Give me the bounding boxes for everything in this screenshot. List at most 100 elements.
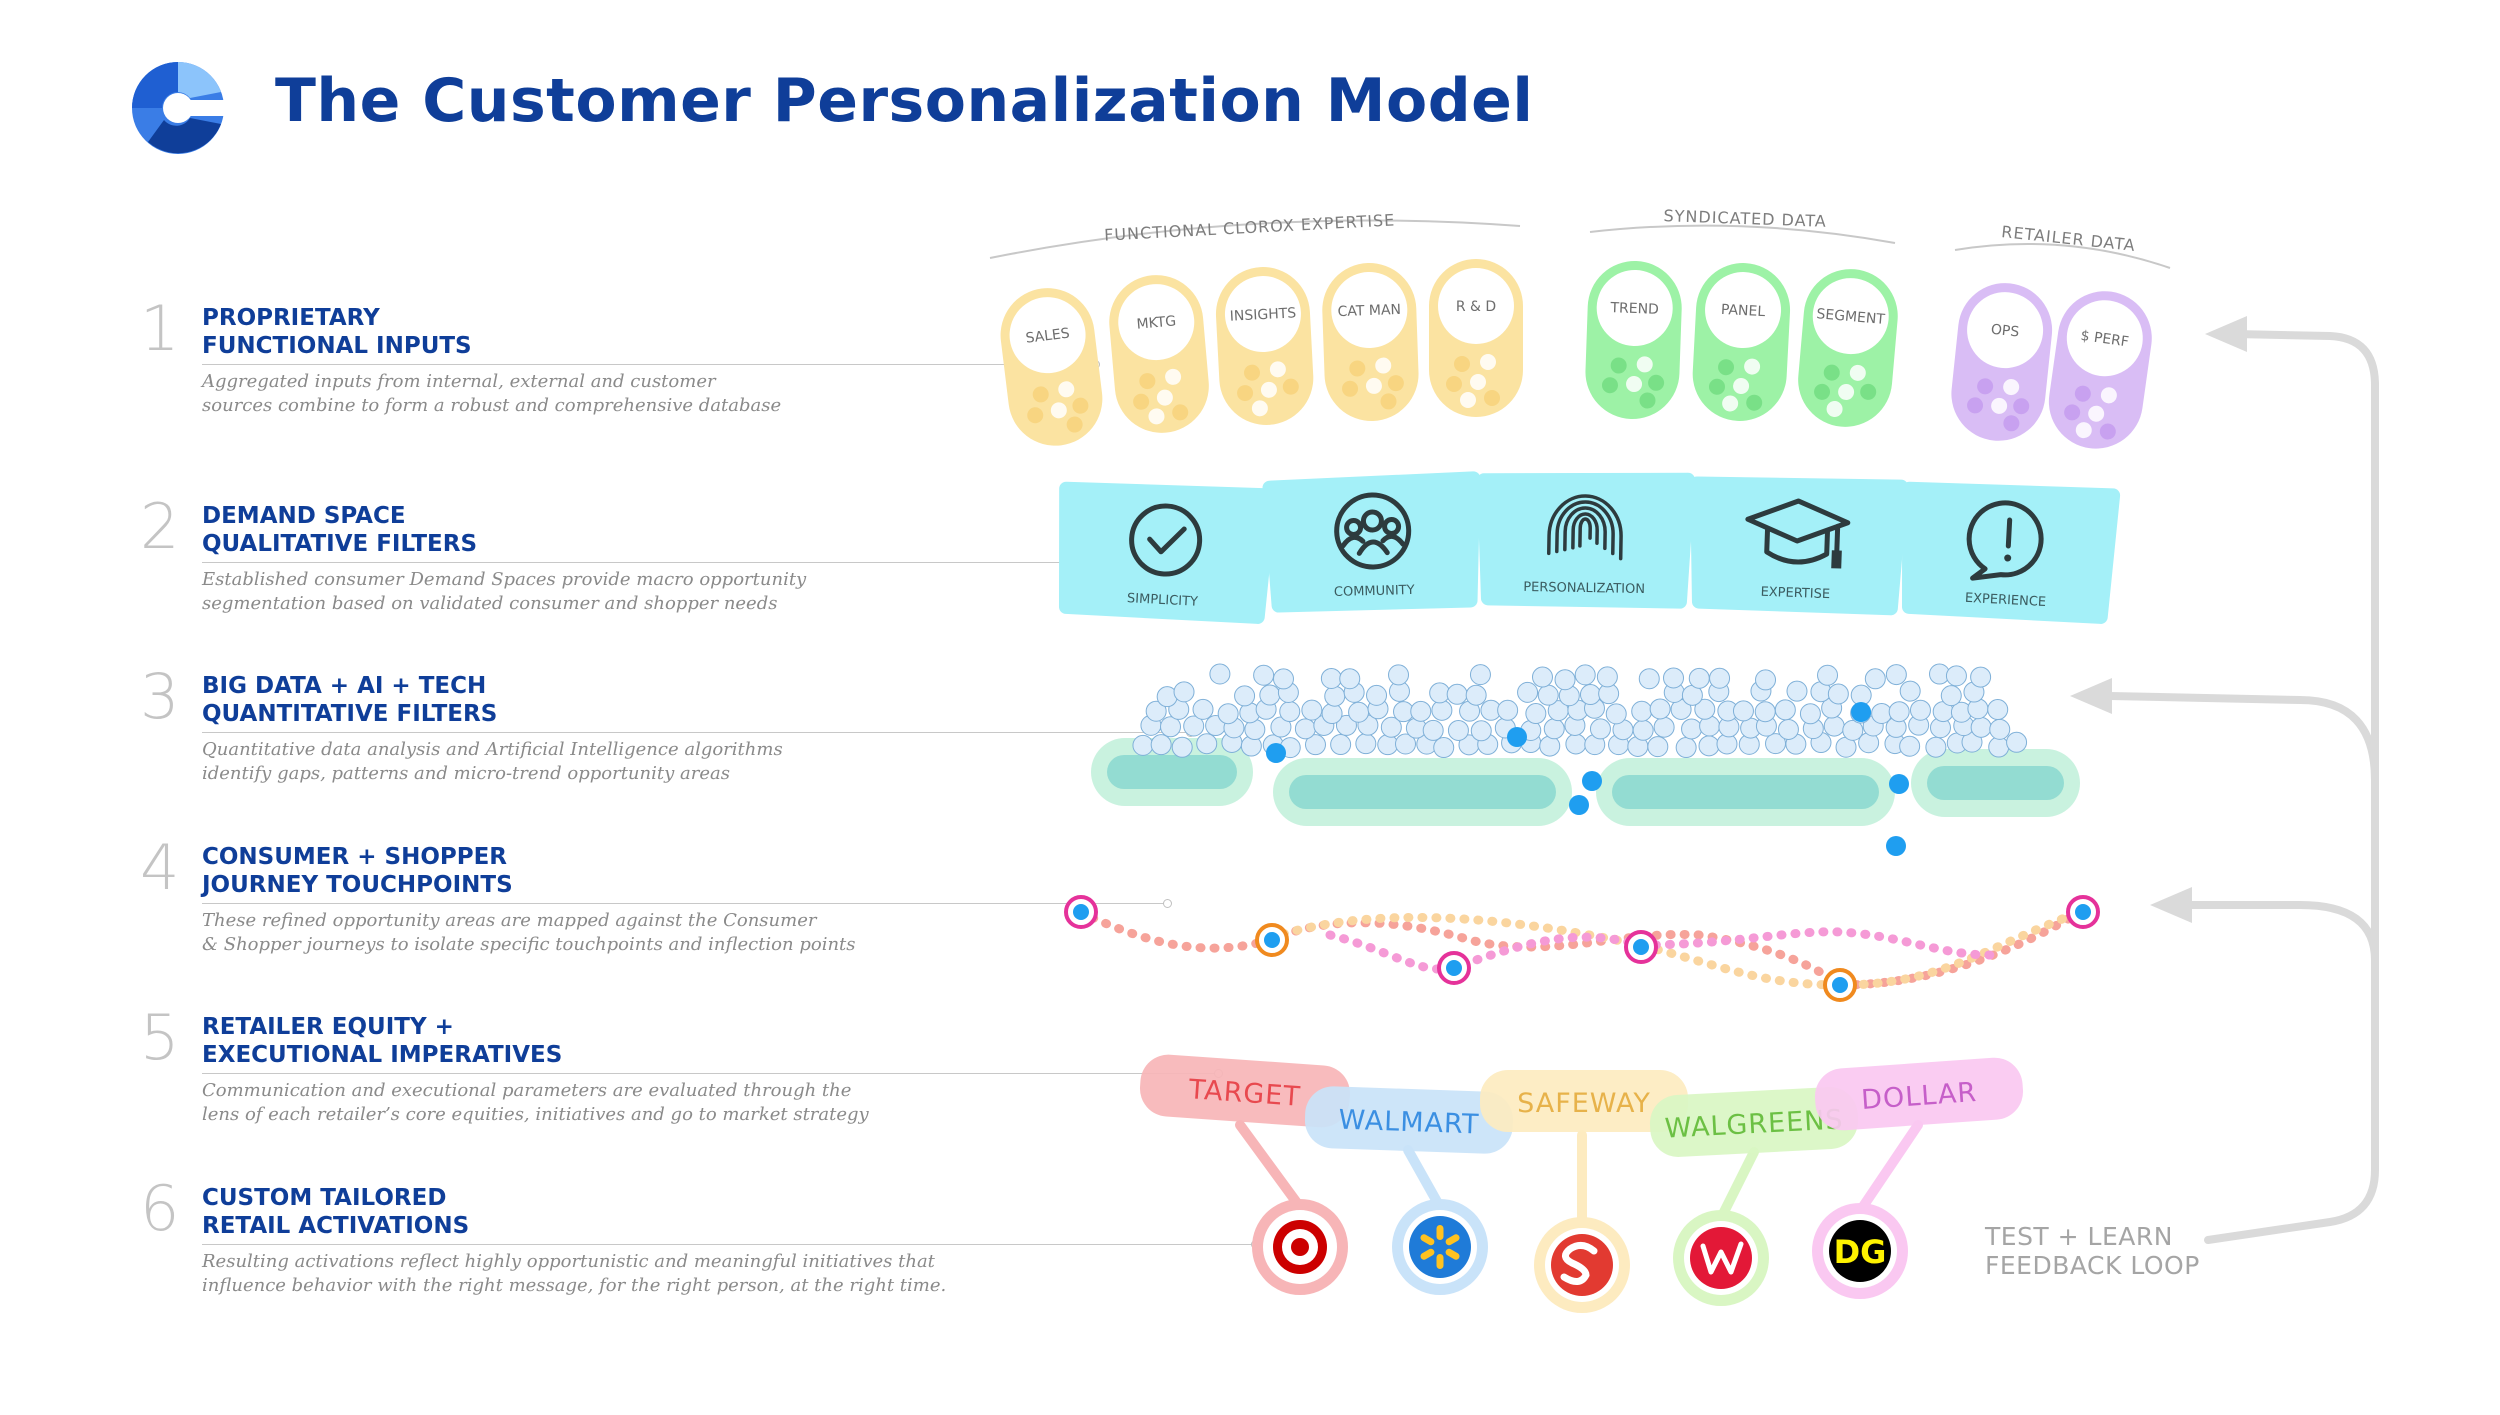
- input-capsule-label: INSIGHTS: [1229, 305, 1296, 324]
- step-number: 6: [140, 1172, 180, 1245]
- step-description-line: Established consumer Demand Spaces provi…: [202, 569, 807, 590]
- data-bubble: [1842, 719, 1864, 741]
- graduation-cap-icon: [1745, 498, 1851, 569]
- data-bubble: [1422, 719, 1444, 741]
- step-heading-line: QUANTITATIVE FILTERS: [202, 701, 498, 727]
- input-capsule-label: SEGMENT: [1816, 306, 1886, 328]
- input-capsule: R & D: [1429, 259, 1523, 417]
- step-heading-line: QUALITATIVE FILTERS: [202, 531, 478, 557]
- step-description: These refined opportunity areas are mapp…: [202, 909, 856, 957]
- dollar-general-logo-text: DG: [1834, 1233, 1887, 1271]
- data-bubble: [1675, 737, 1697, 759]
- feedback-branch-bigdata: [2106, 692, 2379, 784]
- data-bubble: [1871, 702, 1893, 724]
- opportunity-dot: [1507, 727, 1527, 747]
- step-description: Established consumer Demand Spaces provi…: [202, 568, 806, 616]
- data-bubble: [1565, 733, 1587, 755]
- data-bubble: [1817, 664, 1839, 686]
- data-bubble: [1469, 664, 1491, 686]
- input-capsule: INSIGHTS: [1215, 267, 1314, 425]
- retailer-pill: DOLLAR: [1814, 1057, 2024, 1131]
- retailer-pill: WALGREENS: [1649, 1087, 1859, 1157]
- data-bubble: [1279, 701, 1301, 723]
- journey-touchpoints: [1064, 895, 2100, 1002]
- feedback-arrow-head-icon: [2150, 887, 2192, 923]
- input-capsule: PANEL: [1692, 263, 1791, 421]
- data-bubble: [1694, 698, 1716, 720]
- touchpoint-dot: [1633, 939, 1649, 955]
- step-description-line: Aggregated inputs from internal, externa…: [202, 371, 716, 392]
- data-bubble: [1348, 701, 1370, 723]
- data-bubble: [1320, 667, 1342, 689]
- step-heading-line: JOURNEY TOUCHPOINTS: [202, 872, 513, 898]
- step-heading-line: RETAILER EQUITY +: [202, 1014, 454, 1040]
- data-bubble: [1433, 737, 1455, 759]
- input-capsule-label: CAT MAN: [1337, 302, 1401, 320]
- data-bubble: [1366, 684, 1388, 706]
- data-bubble: [1294, 718, 1316, 740]
- data-bubble: [1429, 682, 1451, 704]
- opportunity-dot: [1851, 702, 1871, 722]
- step-number: 5: [140, 1001, 180, 1074]
- filter-bar-inner: [1107, 755, 1237, 789]
- data-bubble: [1465, 684, 1487, 706]
- feedback-line-2: FEEDBACK LOOP: [1985, 1251, 2200, 1280]
- step-number: 4: [140, 831, 180, 904]
- walmart-spark-logo-icon: [1392, 1199, 1488, 1295]
- data-bubble: [1649, 698, 1671, 720]
- input-group-label: FUNCTIONAL CLOROX EXPERTISE: [1104, 210, 1396, 244]
- safeway-s-logo-icon: [1534, 1217, 1630, 1313]
- demand-space-card: SIMPLICITY: [1058, 481, 1278, 624]
- data-bubble: [1647, 736, 1669, 758]
- input-group-label: RETAILER DATA: [2001, 222, 2137, 255]
- step-number: 2: [140, 490, 180, 563]
- retailer-pill: TARGET: [1139, 1054, 1351, 1128]
- data-bubble: [1259, 684, 1281, 706]
- walgreens-w-logo-icon: [1673, 1210, 1769, 1306]
- data-bubble: [1447, 719, 1469, 741]
- group-bracket-arc: [1954, 243, 2171, 269]
- demand-space-card: EXPERIENCE: [1901, 481, 2121, 624]
- shopper-journey-path: [1265, 907, 2085, 990]
- data-bubble: [1605, 703, 1627, 725]
- data-bubble: [1732, 700, 1754, 722]
- data-bubble: [1899, 680, 1921, 702]
- data-bubble: [1823, 715, 1845, 737]
- target-logo-icon: [1252, 1199, 1348, 1295]
- step-heading-line: DEMAND SPACE: [202, 503, 406, 529]
- feedback-arrow-head-icon: [2205, 316, 2247, 352]
- data-bubble: [1517, 681, 1539, 703]
- opportunity-dot: [1886, 836, 1906, 856]
- data-bubble: [1183, 715, 1205, 737]
- feedback-line-1: TEST + LEARN: [1985, 1222, 2173, 1251]
- data-bubble: [1579, 684, 1601, 706]
- data-bubble: [1525, 703, 1547, 725]
- input-capsule: $ PERF: [2048, 291, 2152, 449]
- step-description-line: Resulting activations reflect highly opp…: [202, 1251, 935, 1272]
- filter-bar-inner: [1612, 775, 1879, 809]
- input-capsule-label: PANEL: [1720, 302, 1765, 320]
- data-bubble: [1864, 668, 1886, 690]
- data-bubble: [1989, 718, 2011, 740]
- page-title: The Customer Personalization Model: [275, 66, 1534, 136]
- data-bubble: [1537, 684, 1559, 706]
- retailer-pill: SAFEWAY: [1480, 1070, 1688, 1132]
- data-bubble: [1987, 699, 2009, 721]
- data-bubble: [1301, 699, 1323, 721]
- step-heading-line: BIG DATA + AI + TECH: [202, 673, 487, 699]
- data-bubble: [1330, 734, 1352, 756]
- step-description-line: Quantitative data analysis and Artificia…: [202, 739, 783, 760]
- data-bubble: [1786, 680, 1808, 702]
- data-bubble: [2006, 731, 2028, 753]
- step-description-line: lens of each retailer’s core equities, i…: [202, 1104, 869, 1125]
- step-description: Quantitative data analysis and Artificia…: [202, 738, 783, 786]
- step-heading-line: CONSUMER + SHOPPER: [202, 844, 508, 870]
- data-bubble: [1754, 701, 1776, 723]
- data-bubble: [1196, 733, 1218, 755]
- touchpoint-dot: [1446, 960, 1462, 976]
